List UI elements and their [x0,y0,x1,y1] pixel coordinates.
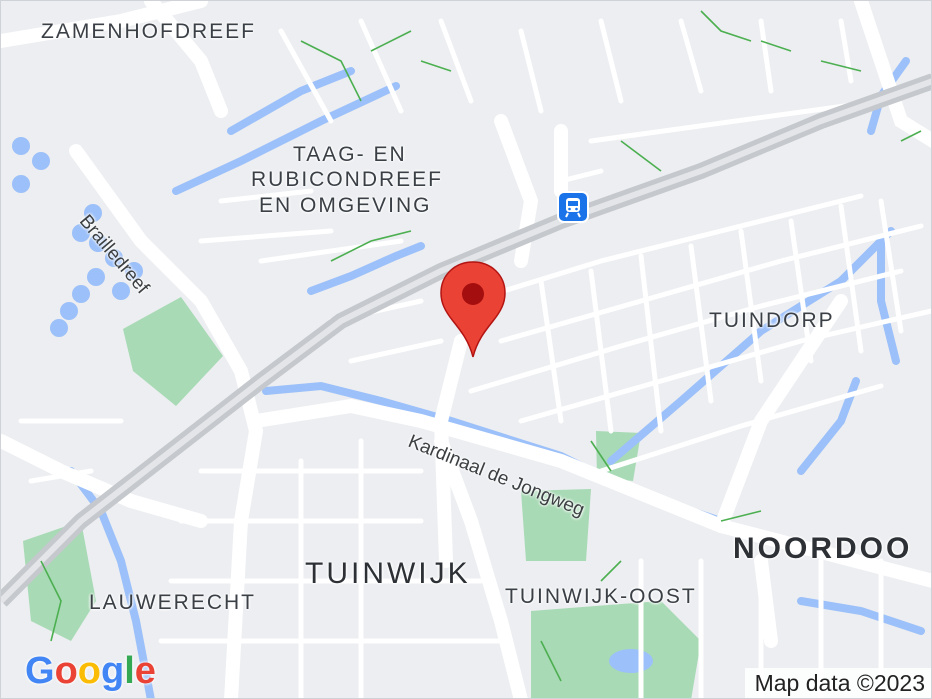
logo-letter-o2: o [77,650,101,692]
logo-letter-l: l [124,650,135,692]
park-paths [40,10,922,682]
label-tuinwijk: TUINWIJK [305,557,471,590]
logo-letter-g2: g [101,650,125,692]
minor-roads [18,18,931,698]
railway [1,73,931,607]
label-lauwerecht: LAUWERECHT [89,591,257,614]
label-taag-line3: EN OMGEVING [259,194,432,217]
logo-letter-e: e [134,650,156,692]
label-noordoost: NOORDOO [733,532,913,565]
label-tuindorp: TUINDORP [709,309,835,332]
label-taag-line1: TAAG- EN [293,143,407,166]
train-station-icon[interactable] [557,191,589,223]
location-pin-icon[interactable] [437,259,509,359]
label-taag-line2: RUBICONDREEF [251,168,444,191]
google-logo[interactable]: Google [25,651,156,691]
map-attribution[interactable]: Map data ©2023 [744,668,931,698]
label-zamenhofdreef: ZAMENHOFDREEF [41,20,256,43]
logo-letter-g: G [25,650,55,692]
label-tuinwijk-oost: TUINWIJK-OOST [505,585,697,608]
logo-letter-o1: o [54,650,78,692]
